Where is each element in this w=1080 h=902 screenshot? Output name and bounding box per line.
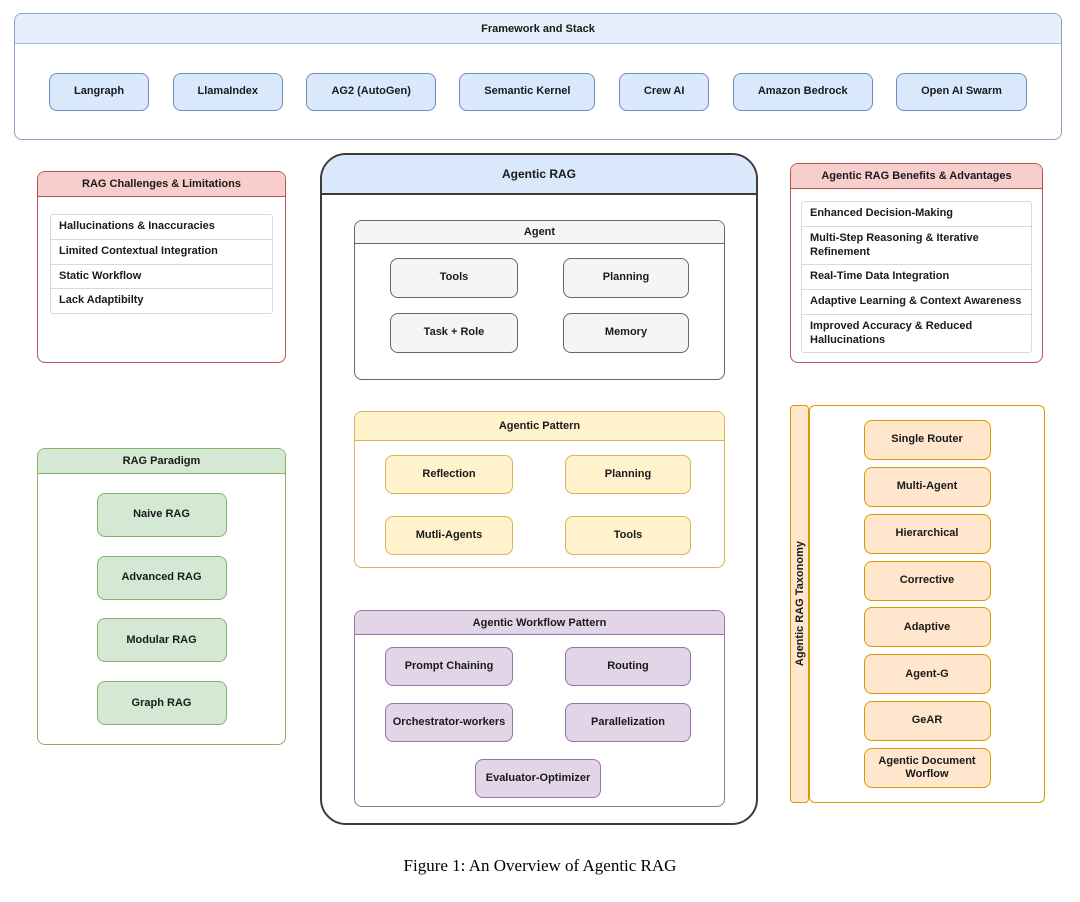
workflow-chip-parallelization: Parallelization xyxy=(565,703,691,742)
pattern-chip-reflection: Reflection xyxy=(385,455,513,494)
paradigm-chip-advanced-rag: Advanced RAG xyxy=(96,555,227,600)
challenge-item: Hallucinations & Inaccuracies xyxy=(59,220,215,232)
benefit-item: Multi-Step Reasoning & Iterative Refinem… xyxy=(802,225,1031,265)
taxonomy-chip-agentic-document-worflow: Agentic Document Worflow xyxy=(863,747,991,788)
agentic-workflow-chip-grid: Prompt Chaining Routing Orchestrator-wor… xyxy=(355,635,724,798)
paradigm-chip-modular-rag: Modular RAG xyxy=(96,618,227,663)
pattern-chip-tools: Tools xyxy=(565,516,691,555)
rag-challenges-panel: RAG Challenges & Limitations Hallucinati… xyxy=(37,171,286,363)
framework-chip-llamaindex: LlamaIndex xyxy=(172,73,284,111)
figure-caption: Figure 1: An Overview of Agentic RAG xyxy=(403,856,677,875)
agentic-workflow-pattern-title: Agentic Workflow Pattern xyxy=(355,611,724,635)
framework-stack-title: Framework and Stack xyxy=(15,14,1061,44)
taxonomy-chip-gear: GeAR xyxy=(863,701,991,742)
agentic-workflow-pattern-section: Agentic Workflow Pattern Prompt Chaining… xyxy=(354,610,725,807)
agent-chip-planning: Planning xyxy=(563,258,689,298)
challenge-item: Lack Adaptibilty xyxy=(51,288,272,313)
framework-chip-amazon-bedrock: Amazon Bedrock xyxy=(732,73,873,111)
agent-chip-tools: Tools xyxy=(390,258,518,298)
taxonomy-chip-adaptive: Adaptive xyxy=(863,607,991,648)
agentic-rag-benefits-list: Enhanced Decision-Making Multi-Step Reas… xyxy=(801,201,1032,354)
agentic-pattern-title: Agentic Pattern xyxy=(355,412,724,441)
agentic-rag-title: Agentic RAG xyxy=(322,155,756,195)
agent-section-title: Agent xyxy=(355,221,724,244)
agentic-rag-benefits-panel: Agentic RAG Benefits & Advantages Enhanc… xyxy=(790,163,1043,363)
framework-chip-ag2-autogen: AG2 (AutoGen) xyxy=(306,73,436,111)
taxonomy-chip-corrective: Corrective xyxy=(863,560,991,601)
framework-chip-crew-ai: Crew AI xyxy=(618,73,710,111)
agentic-pattern-section: Agentic Pattern Reflection Planning Mutl… xyxy=(354,411,725,568)
benefit-item: Adaptive Learning & Context Awareness xyxy=(802,289,1031,314)
workflow-chip-prompt-chaining: Prompt Chaining xyxy=(385,647,513,686)
taxonomy-chip-column: Single Router Multi-Agent Hierarchical C… xyxy=(809,405,1045,803)
benefit-item: Improved Accuracy & Reduced Hallucinatio… xyxy=(802,313,1031,353)
agent-section: Agent Tools Planning Task + Role Memory xyxy=(354,220,725,380)
paradigm-chip-naive-rag: Naive RAG xyxy=(96,492,227,537)
agentic-rag-taxonomy-panel: Agentic RAG Taxonomy Single Router Multi… xyxy=(790,405,1045,803)
benefit-item: Enhanced Decision-Making xyxy=(810,207,954,219)
pattern-chip-planning: Planning xyxy=(565,455,691,494)
workflow-chip-routing: Routing xyxy=(565,647,691,686)
agentic-rag-panel: Agentic RAG Agent Tools Planning Task + … xyxy=(320,153,758,825)
taxonomy-title: Agentic RAG Taxonomy xyxy=(793,541,806,667)
rag-paradigm-panel: RAG Paradigm Naive RAG Advanced RAG Modu… xyxy=(37,448,286,745)
taxonomy-vertical-label-strip: Agentic RAG Taxonomy xyxy=(790,405,809,803)
taxonomy-chip-single-router: Single Router xyxy=(863,420,991,460)
rag-paradigm-chip-column: Naive RAG Advanced RAG Modular RAG Graph… xyxy=(38,474,285,744)
workflow-chip-evaluator-optimizer: Evaluator-Optimizer xyxy=(475,759,601,798)
paradigm-chip-graph-rag: Graph RAG xyxy=(96,681,227,726)
agent-chip-task-role: Task + Role xyxy=(390,313,518,353)
agentic-rag-benefits-title: Agentic RAG Benefits & Advantages xyxy=(791,164,1042,189)
taxonomy-chip-agent-g: Agent-G xyxy=(863,654,991,695)
framework-chip-openai-swarm: Open AI Swarm xyxy=(896,73,1027,111)
rag-challenges-list: Hallucinations & Inaccuracies Limited Co… xyxy=(50,214,273,314)
framework-chip-langraph: Langraph xyxy=(49,73,150,111)
agentic-pattern-chip-grid: Reflection Planning Mutli-Agents Tools xyxy=(355,441,724,555)
taxonomy-chip-hierarchical: Hierarchical xyxy=(863,513,991,554)
framework-chip-row: Langraph LlamaIndex AG2 (AutoGen) Semant… xyxy=(15,44,1061,140)
agent-chip-grid: Tools Planning Task + Role Memory xyxy=(355,244,724,353)
rag-challenges-title: RAG Challenges & Limitations xyxy=(38,172,285,197)
taxonomy-chip-multi-agent: Multi-Agent xyxy=(863,466,991,507)
framework-stack-panel: Framework and Stack Langraph LlamaIndex … xyxy=(14,13,1062,140)
agent-chip-memory: Memory xyxy=(563,313,689,353)
framework-chip-semantic-kernel: Semantic Kernel xyxy=(459,73,596,111)
challenge-item: Static Workflow xyxy=(51,263,272,289)
benefit-item: Real-Time Data Integration xyxy=(802,264,1031,289)
workflow-chip-orchestrator-workers: Orchestrator-workers xyxy=(385,703,513,742)
challenge-item: Limited Contextual Integration xyxy=(51,238,272,264)
pattern-chip-multi-agents: Mutli-Agents xyxy=(385,516,513,555)
rag-paradigm-title: RAG Paradigm xyxy=(38,449,285,474)
